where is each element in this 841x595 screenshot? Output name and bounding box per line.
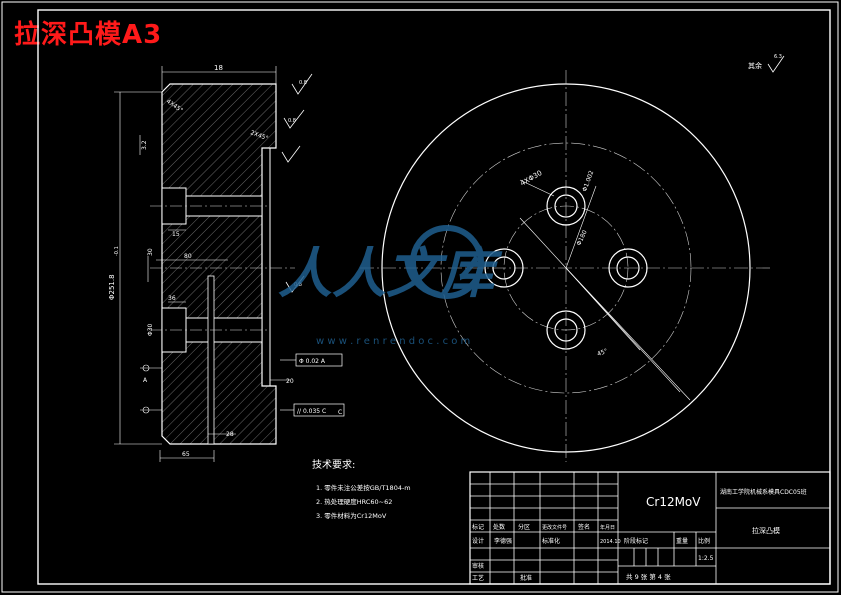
row-label-3: 更改文件号 — [542, 524, 567, 531]
dim-80: 80 — [184, 253, 192, 260]
dim-r2: Φ180 — [575, 229, 588, 247]
hole-left-outer — [484, 248, 524, 288]
inner-frame — [37, 9, 831, 585]
row-label-0: 标记 — [472, 523, 484, 531]
process-label: 工艺 — [472, 574, 484, 582]
roughness-2: 0.8 — [288, 118, 296, 124]
scale-value: 1:2.5 — [698, 555, 714, 562]
tech-req-item-1: 1. 零件未注公差按GB/T1804-m — [316, 483, 411, 492]
rest-roughness-val: 6.3 — [774, 54, 782, 60]
dim-left-small: 3.2 — [141, 140, 148, 150]
title-block — [469, 471, 831, 585]
dim-diameter-tol: -0.1 — [114, 246, 120, 256]
tech-req-item-2: 2. 热处理硬度HRC60~62 — [316, 497, 392, 506]
tol-frame-2-text: // 0.035 C — [297, 408, 326, 415]
dim-36: 36 — [168, 295, 176, 302]
dim-15: 15 — [172, 231, 180, 238]
hole-bottom-outer — [546, 310, 586, 350]
tech-req-heading: 技术要求: — [312, 458, 355, 471]
material: Cr12MoV — [646, 495, 701, 509]
holes-label: 4XΦ30 — [519, 169, 544, 188]
dim-28: 28 — [226, 431, 234, 438]
hole-top-outer — [546, 186, 586, 226]
roughness-1: 0.8 — [299, 80, 307, 86]
row-label-1: 处数 — [493, 523, 505, 531]
dim-angle: 45° — [596, 348, 608, 358]
datum-c: C — [338, 409, 342, 416]
dim-top: 18 — [214, 64, 223, 72]
datum-a: A — [143, 377, 148, 384]
dim-65: 65 — [182, 451, 190, 458]
sheets: 共 9 张 第 4 张 — [626, 572, 671, 581]
dim-30: 30 — [147, 248, 154, 256]
watermark-url: w w w . r e n r e n d o c . c o m — [316, 336, 470, 347]
dim-diameter: Φ251.8 — [108, 274, 116, 300]
hole-top-inner — [554, 194, 578, 218]
standard-label: 标准化 — [542, 537, 560, 545]
pin-hole — [207, 275, 215, 445]
watermark-brand: 人人文库 — [278, 242, 503, 305]
hole-left-inner — [492, 256, 516, 280]
row-label-5: 年月日 — [600, 524, 615, 531]
weight-label: 重量 — [676, 537, 688, 545]
roughness-3: 0.8 — [294, 282, 302, 288]
hole-bottom-inner — [554, 318, 578, 342]
date: 2014.10 — [600, 539, 621, 545]
tech-requirements: 技术要求: 1. 零件未注公差按GB/T1804-m 2. 热处理硬度HRC60… — [312, 458, 411, 520]
hole-right-outer — [608, 248, 648, 288]
right-step — [262, 147, 271, 387]
designer: 李德强 — [494, 537, 512, 545]
scale-label: 比例 — [698, 537, 710, 545]
side-view: 18 4X45° 2X45° 3.2 Φ251.8 -0.1 30 80 15 … — [108, 64, 345, 462]
hole-right-inner — [616, 256, 640, 280]
part-name: 拉深凸模 — [752, 526, 780, 535]
watermark: 人人文库 w w w . r e n r e n d o c . c o m — [278, 225, 503, 347]
approve-label: 批准 — [520, 574, 532, 582]
dim-r1: Φ1.002 — [581, 170, 595, 193]
row-label-4: 签名 — [578, 523, 590, 531]
tol-frame-1-text: Φ 0.02 A — [299, 358, 326, 365]
review-label: 审核 — [472, 562, 484, 570]
row-label-2: 分区 — [518, 523, 530, 531]
tech-req-item-3: 3. 零件材料为Cr12MoV — [316, 511, 387, 520]
dim-20: 20 — [286, 378, 294, 385]
rest-roughness: 其余 — [748, 61, 762, 70]
design-label: 设计 — [472, 537, 484, 545]
hole-label: Φ30 — [147, 323, 154, 336]
stage-mark: 阶段标记 — [624, 537, 648, 545]
school: 湖南工学院机械系模具CDC05班 — [720, 488, 807, 496]
